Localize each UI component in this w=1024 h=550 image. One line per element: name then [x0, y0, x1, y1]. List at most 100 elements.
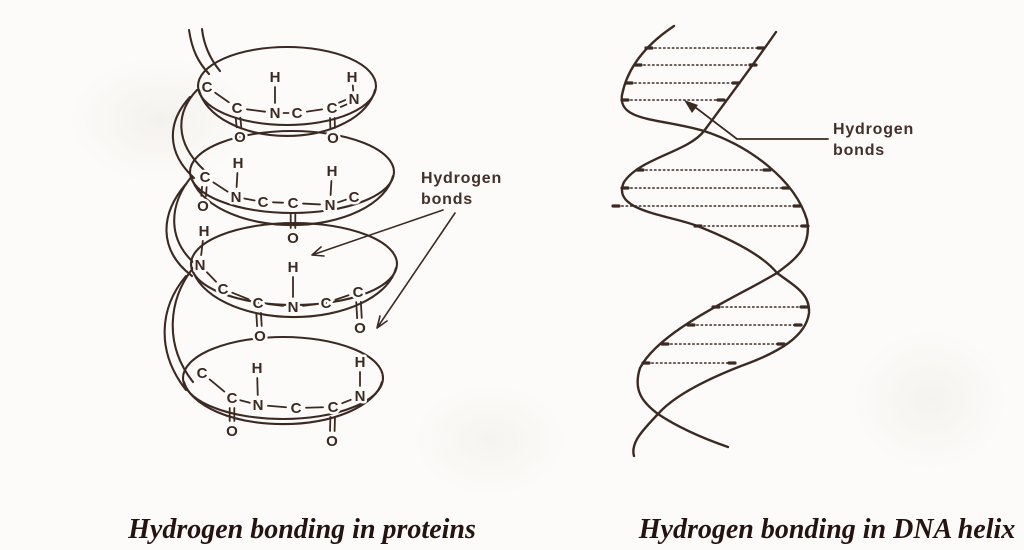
single-bond	[200, 240, 204, 256]
atom-label-N: N	[231, 189, 242, 206]
hydrogen-bonds-leader-line	[690, 103, 829, 140]
single-bond	[334, 294, 350, 301]
double-bond	[260, 311, 263, 327]
dna-hydrogen-bonds-label: Hydrogen	[833, 121, 914, 138]
dna-helix-figure: Hydrogen bonds	[611, 24, 914, 458]
atom-label-H: H	[288, 259, 299, 276]
atom-label-C: C	[288, 195, 299, 212]
helix-band-edge	[189, 174, 395, 227]
atom-label-C: C	[202, 79, 213, 96]
protein-caption: Hydrogen bonding in proteins	[128, 514, 476, 545]
helix-left-sweep	[173, 174, 202, 270]
atom-label-O: O	[287, 230, 299, 247]
dna-strand-b	[620, 30, 811, 458]
atom-label-N: N	[253, 397, 264, 414]
helix-left-sweep	[180, 88, 206, 172]
helix-turn-rim	[189, 221, 399, 307]
atom-label-C: C	[200, 169, 211, 186]
atom-label-C: C	[353, 284, 364, 301]
atom-label-C: C	[292, 105, 303, 122]
helix-left-sweep	[163, 274, 188, 392]
atom-label-C: C	[197, 365, 208, 382]
single-bond	[302, 202, 321, 206]
single-bond	[329, 180, 333, 196]
atom-label-H: H	[355, 354, 366, 371]
hydrogen-bonds-arrowhead	[684, 100, 698, 113]
single-bond	[231, 291, 250, 301]
atom-label-O: O	[234, 129, 246, 146]
helix-band-edge	[197, 88, 377, 137]
helix-band-edge	[190, 266, 398, 319]
single-bond	[267, 404, 287, 409]
helix-turn-rim	[188, 129, 396, 215]
atom-label-C: C	[227, 390, 238, 407]
atom-label-O: O	[354, 320, 366, 337]
double-bond	[355, 301, 359, 320]
helix-turn-rim	[196, 45, 378, 127]
dna-caption: Hydrogen bonding in DNA helix	[638, 514, 1016, 545]
atom-label-O: O	[327, 130, 339, 147]
helix-turn-rim	[181, 335, 385, 421]
double-bond	[239, 116, 243, 128]
single-bond	[305, 108, 324, 113]
dna-hydrogen-bonds-label: bonds	[833, 142, 885, 159]
ribbon-top-stub	[187, 28, 211, 76]
atom-label-C: C	[291, 400, 302, 417]
single-bond	[341, 398, 352, 405]
single-bond	[212, 181, 229, 193]
protein-ribbon	[163, 27, 399, 426]
single-bond	[235, 172, 239, 188]
single-bond	[246, 108, 266, 113]
protein-bonds	[200, 84, 363, 432]
atom-label-O: O	[226, 423, 238, 440]
atom-label-N: N	[349, 91, 360, 108]
atom-label-C: C	[218, 281, 229, 298]
hydrogen-bond-arrow	[311, 209, 444, 257]
double-bond	[200, 185, 203, 197]
atom-label-H: H	[270, 69, 281, 86]
atom-label-H: H	[199, 223, 210, 240]
double-bond	[339, 103, 348, 108]
atom-label-O: O	[254, 328, 266, 345]
atom-label-N: N	[325, 197, 336, 214]
protein-hydrogen-bonds-label: Hydrogen	[421, 170, 502, 187]
single-bond	[267, 303, 284, 307]
single-bond	[239, 399, 251, 404]
atom-label-C: C	[328, 399, 339, 416]
single-bond	[337, 198, 347, 204]
atom-label-H: H	[252, 360, 263, 377]
single-bond	[214, 91, 230, 104]
hydrogen-bond-arrow	[376, 212, 456, 329]
helix-left-sweep	[165, 182, 194, 278]
atom-label-N: N	[195, 257, 206, 274]
atom-label-C: C	[258, 194, 269, 211]
atom-label-C: C	[327, 100, 338, 117]
protein-hydrogen-bonds-annotation: Hydrogen bonds	[311, 170, 502, 329]
atom-label-C: C	[321, 295, 332, 312]
single-bond	[302, 303, 317, 307]
atom-label-H: H	[327, 163, 338, 180]
dna-hydrogen-bond-rungs	[611, 46, 810, 365]
atom-label-N: N	[288, 299, 299, 316]
double-bond	[255, 312, 258, 328]
atom-label-C: C	[349, 189, 360, 206]
atom-label-H: H	[233, 155, 244, 172]
ribbon-top-stub	[200, 27, 222, 73]
single-bond	[208, 378, 226, 393]
double-bond	[205, 186, 208, 198]
single-bond	[243, 197, 256, 202]
helix-left-sweep	[171, 95, 196, 180]
atom-label-C: C	[253, 295, 264, 312]
double-bond	[338, 99, 347, 104]
atom-label-C: C	[232, 100, 243, 117]
dna-strand-a	[620, 24, 810, 449]
atom-label-H: H	[347, 69, 358, 86]
protein-hydrogen-bonds-label: bonds	[421, 191, 473, 208]
atom-label-N: N	[355, 388, 366, 405]
single-bond	[206, 271, 217, 283]
double-bond	[234, 117, 238, 129]
